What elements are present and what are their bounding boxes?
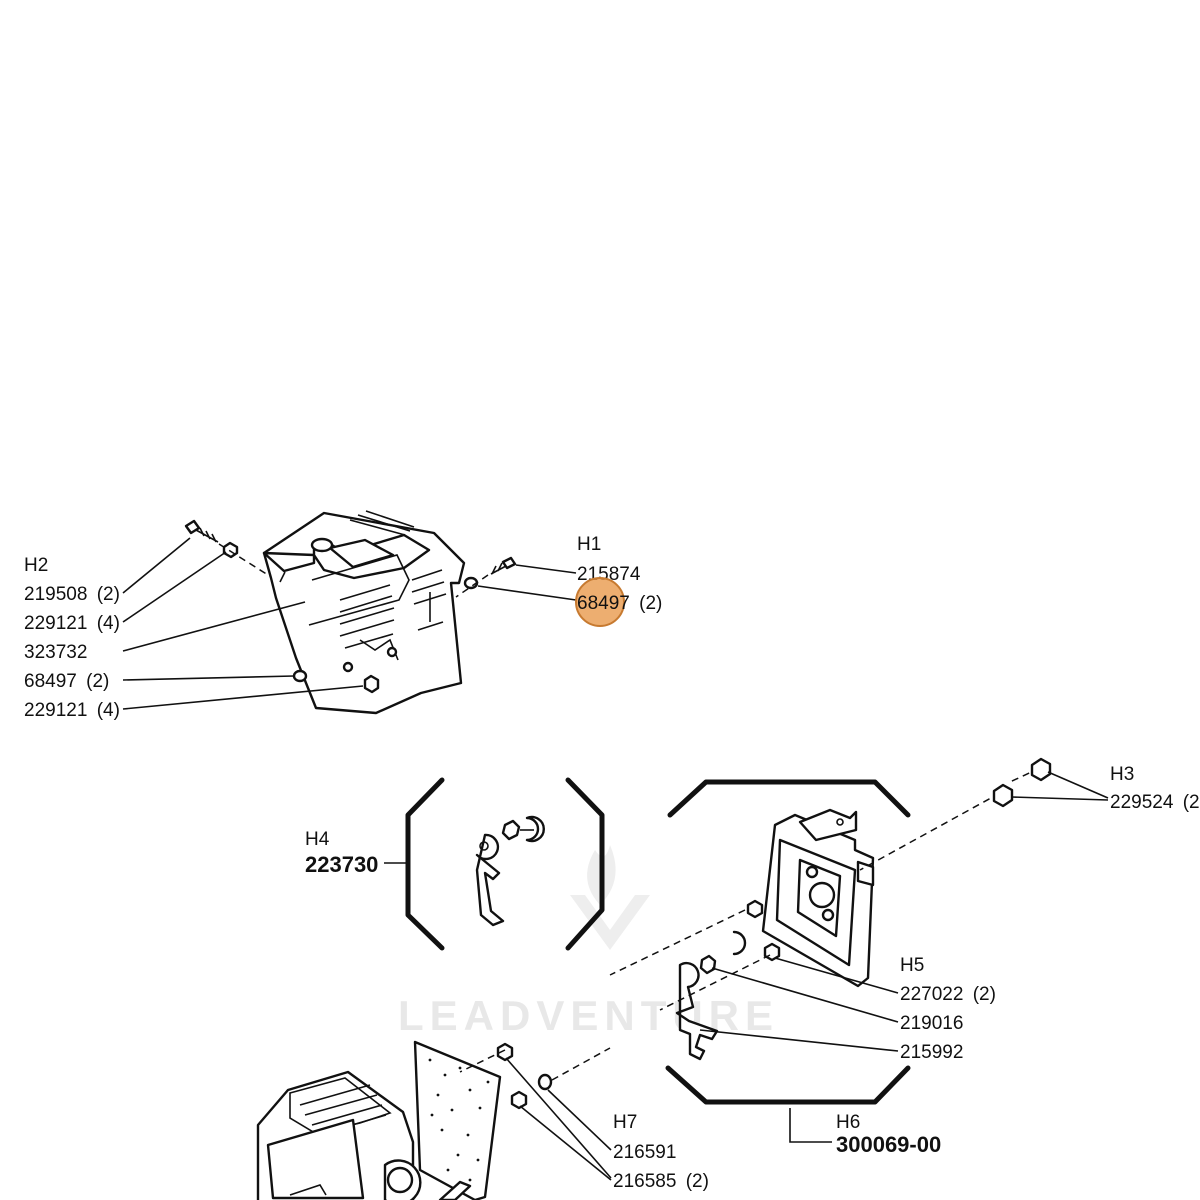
assembly-300069-00: 300069-00 bbox=[836, 1132, 941, 1157]
part-qty: (2) bbox=[97, 584, 120, 605]
assembly-223730: 223730 bbox=[305, 852, 378, 877]
part-number: 229121 bbox=[24, 700, 87, 721]
cam-washer-219016 bbox=[732, 930, 747, 956]
leaders-H2 bbox=[122, 537, 364, 710]
part-qty: (2) bbox=[686, 1171, 709, 1192]
watermark: LEADVENTURE bbox=[398, 845, 773, 1039]
nut-229524-b bbox=[992, 783, 1014, 808]
part-qty: (2 bbox=[1183, 792, 1200, 813]
group-id-H3: H3 bbox=[1110, 764, 1134, 785]
part-label-229121: 229121 (4) bbox=[24, 613, 120, 634]
part-qty: (4) bbox=[97, 700, 120, 721]
nut-216585-b bbox=[510, 1090, 528, 1110]
part-number: 227022 bbox=[900, 984, 963, 1005]
screw-219508 bbox=[184, 519, 219, 543]
part-label-219016: 219016 bbox=[900, 1013, 963, 1034]
part-qty: (2) bbox=[86, 671, 109, 692]
leaders-H3 bbox=[1011, 771, 1109, 801]
part-qty: (4) bbox=[97, 613, 120, 634]
part-number: 68497 bbox=[577, 593, 630, 614]
gasket-and-cover bbox=[256, 1040, 611, 1200]
leaders-H1 bbox=[477, 564, 577, 601]
air-filter-assembly-300069 bbox=[609, 757, 1052, 1143]
nut-216585-a bbox=[496, 1042, 514, 1062]
part-qty: (2) bbox=[639, 593, 662, 614]
group-id-H7: H7 bbox=[613, 1112, 637, 1133]
part-label-68497-right[interactable]: 68497 (2) bbox=[577, 593, 662, 614]
part-label-215992: 215992 bbox=[900, 1042, 963, 1063]
part-label-229121-b: 229121 (4) bbox=[24, 700, 120, 721]
part-number: 229524 bbox=[1110, 792, 1174, 813]
part-number: 216585 bbox=[613, 1171, 676, 1192]
group-id-H4: H4 bbox=[305, 829, 330, 850]
group-id-H2: H2 bbox=[24, 555, 48, 576]
throttle-lever-215992 bbox=[675, 961, 719, 1061]
cam-washer bbox=[525, 815, 545, 843]
part-number: 219508 bbox=[24, 584, 87, 605]
leaders-H7 bbox=[505, 1057, 612, 1181]
gasket bbox=[413, 1040, 502, 1200]
part-number: 219016 bbox=[900, 1013, 963, 1034]
spring-nut-219016 bbox=[699, 954, 717, 975]
throttle-kit-223730 bbox=[405, 777, 605, 951]
part-label-227022: 227022 (2) bbox=[900, 984, 996, 1005]
screw-215874 bbox=[490, 556, 517, 575]
nut-227022-a bbox=[746, 899, 764, 919]
part-number: 216591 bbox=[613, 1142, 676, 1163]
nut-229121-b bbox=[363, 674, 380, 694]
part-number: 229121 bbox=[24, 613, 87, 634]
part-number: 68497 bbox=[24, 671, 77, 692]
part-label-229524: 229524 (2 bbox=[1110, 792, 1200, 813]
nut-229121-a bbox=[222, 541, 239, 559]
washer-68497-left bbox=[292, 669, 308, 683]
part-number: 215992 bbox=[900, 1042, 963, 1063]
cylinder-shield-assembly bbox=[184, 510, 517, 715]
group-id-H1: H1 bbox=[577, 534, 601, 555]
leaders-H5 bbox=[699, 957, 899, 1052]
part-label-216591: 216591 bbox=[613, 1142, 676, 1163]
group-id-H5: H5 bbox=[900, 955, 924, 976]
part-qty: (2) bbox=[973, 984, 996, 1005]
nut-227022-b bbox=[763, 942, 781, 962]
part-label-323732: 323732 bbox=[24, 642, 87, 663]
part-label-216585: 216585 (2) bbox=[613, 1171, 709, 1192]
part-label-219508: 219508 (2) bbox=[24, 584, 120, 605]
washer-216591 bbox=[537, 1073, 553, 1091]
group-id-H6: H6 bbox=[836, 1112, 860, 1133]
hotspot-marker[interactable] bbox=[575, 577, 625, 627]
spring-nut bbox=[501, 819, 521, 841]
nut-229524-a bbox=[1030, 757, 1052, 782]
part-label-68497-left: 68497 (2) bbox=[24, 671, 109, 692]
part-number: 323732 bbox=[24, 642, 87, 663]
throttle-lever bbox=[475, 833, 505, 927]
